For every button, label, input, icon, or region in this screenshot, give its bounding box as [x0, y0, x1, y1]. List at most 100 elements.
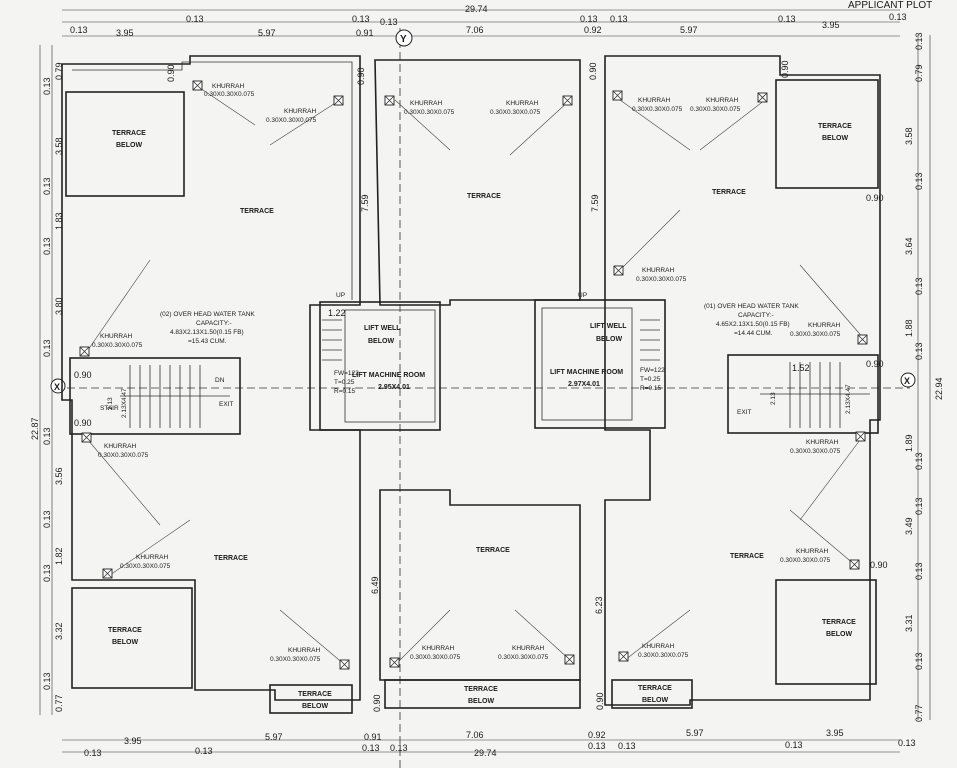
- khurrah-box: [384, 95, 395, 106]
- khurrah-label: KHURRAH: [642, 643, 674, 650]
- right-block-wall: [604, 55, 881, 706]
- terrace-label: TERRACE: [214, 555, 248, 562]
- khurrah-size: 0.30X0.30X0.075: [790, 448, 841, 455]
- khurrah-size: 0.30X0.30X0.075: [204, 91, 255, 98]
- terrace-below-tl: [65, 91, 185, 197]
- terrace-label: TERRACE: [467, 193, 501, 200]
- khurrah-size: 0.30X0.30X0.075: [638, 652, 689, 659]
- khurrah-box: [562, 95, 573, 106]
- tank-right-capacity: CAPACITY:-: [738, 312, 774, 319]
- dim-bot-1: 0.13: [84, 748, 102, 758]
- khurrah-label: KHURRAH: [806, 439, 838, 446]
- lift-well-label: BELOW: [368, 338, 394, 345]
- khurrah-size: 0.30X0.30X0.075: [780, 557, 831, 564]
- dim-left-7: 3.80: [54, 297, 64, 315]
- dim-left-3: 3.58: [54, 137, 64, 155]
- dim-left-16: 0.77: [54, 694, 64, 712]
- lift-well-label: BELOW: [596, 336, 622, 343]
- tank-right-title: (01) OVER HEAD WATER TANK: [704, 303, 799, 310]
- terrace-label: TERRACE: [712, 189, 746, 196]
- stair-lift-right: [640, 319, 660, 361]
- lift-machine-room-size: 2.95X4.01: [378, 384, 410, 391]
- khurrah-box: [612, 90, 623, 101]
- tank-right-size: 4.65X2.13X1.50(0.15 FB): [716, 321, 790, 328]
- lift-well-label: LIFT WELL: [364, 325, 401, 332]
- dim-left-6: 0.13: [42, 237, 52, 255]
- khurrah-label: KHURRAH: [288, 647, 320, 654]
- khurrah-box: [564, 654, 575, 665]
- dim-top-6: 0.13: [610, 14, 628, 24]
- dim-bottom-overall: 29.74: [474, 748, 497, 758]
- up-label: UP: [336, 292, 345, 299]
- dim-left-2: 0.79: [54, 62, 64, 80]
- khurrah-size: 0.30X0.30X0.075: [632, 106, 683, 113]
- dim-right-6: 0.13: [914, 277, 924, 295]
- khurrah-box: [618, 651, 629, 662]
- dim-right-1: 0.13: [914, 32, 924, 50]
- dim-inner: 0.90: [356, 67, 366, 85]
- dim-top-e: 0.92: [584, 25, 602, 35]
- dim-left-14: 3.32: [54, 622, 64, 640]
- lift-machine-room-label: LIFT MACHINE ROOM: [352, 372, 425, 379]
- dim-bot-7: 0.13: [785, 740, 803, 750]
- center-block-wall: [374, 59, 581, 306]
- stair-note: T=0.25: [640, 376, 661, 383]
- dim-inner: 7.59: [360, 194, 370, 212]
- stair-label: STAIR: [100, 405, 119, 412]
- dim-inner: 0.90: [780, 60, 790, 78]
- stair-note: FW=122: [640, 367, 665, 374]
- up-label: UP: [578, 292, 587, 299]
- khurrah-label: KHURRAH: [136, 554, 168, 561]
- terrace-below-label: BELOW: [116, 142, 142, 149]
- dim-bot-2: 0.13: [195, 746, 213, 756]
- center-bottom-wall: [379, 489, 581, 681]
- khurrah-label: KHURRAH: [410, 100, 442, 107]
- khurrah-size: 0.30X0.30X0.075: [636, 276, 687, 283]
- dim-right-8: 0.13: [914, 342, 924, 360]
- exit-label: EXIT: [219, 401, 233, 408]
- dim-bot-f: 5.97: [686, 728, 704, 738]
- dim-right-5: 3.64: [904, 237, 914, 255]
- dim-inner: 2.13X4.47: [845, 384, 852, 414]
- lift-machine-room-right: [534, 299, 666, 429]
- khurrah-box: [855, 431, 866, 442]
- terrace-label: TERRACE: [476, 547, 510, 554]
- dim-right-7: 1.88: [904, 319, 914, 337]
- khurrah-labels: KHURRAH 0.30X0.30X0.075 KHURRAH 0.30X0.3…: [92, 83, 841, 663]
- terrace-below-label: TERRACE: [108, 627, 142, 634]
- tank-left-title: (02) OVER HEAD WATER TANK: [160, 311, 255, 318]
- khurrah-boxes: [79, 80, 868, 670]
- terrace-below-label: BELOW: [822, 135, 848, 142]
- dim-right-3: 3.58: [904, 127, 914, 145]
- dim-left-overall: 22.87: [30, 417, 40, 440]
- dim-bot-8: 0.13: [898, 738, 916, 748]
- dim-inner: 1.52: [792, 363, 810, 373]
- axis-marker-y: Y: [400, 34, 407, 45]
- dim-inner: 0.90: [866, 359, 884, 369]
- applicant-plot-label: APPLICANT PLOT: [848, 0, 932, 11]
- terrace-below-tr: [775, 79, 879, 189]
- khurrah-box: [102, 568, 113, 579]
- dim-left-10: 3.56: [54, 467, 64, 485]
- khurrah-label: KHURRAH: [100, 333, 132, 340]
- khurrah-label: KHURRAH: [422, 645, 454, 652]
- dim-bot-6: 0.13: [618, 741, 636, 751]
- khurrah-box: [339, 659, 350, 670]
- khurrah-box: [613, 265, 624, 276]
- khurrah-label: KHURRAH: [706, 97, 738, 104]
- dim-left-12: 1.82: [54, 547, 64, 565]
- stair-note: FW=122: [334, 370, 359, 377]
- terrace-below-bcl: [269, 684, 353, 714]
- dim-top-f: 5.97: [680, 25, 698, 35]
- dim-left-5: 1.83: [54, 212, 64, 230]
- dim-inner: 0.90: [372, 694, 382, 712]
- dim-bot-e: 0.92: [588, 730, 606, 740]
- khurrah-label: KHURRAH: [808, 322, 840, 329]
- left-block-wall: [61, 55, 361, 701]
- dim-bot-3: 0.13: [362, 743, 380, 753]
- terrace-below-label: TERRACE: [298, 691, 332, 698]
- khurrah-size: 0.30X0.30X0.075: [120, 563, 171, 570]
- khurrah-box: [389, 657, 400, 668]
- dim-inner: 0.90: [74, 370, 92, 380]
- tank-left-size: 4.83X2.13X1.50(0.15 FB): [170, 329, 244, 336]
